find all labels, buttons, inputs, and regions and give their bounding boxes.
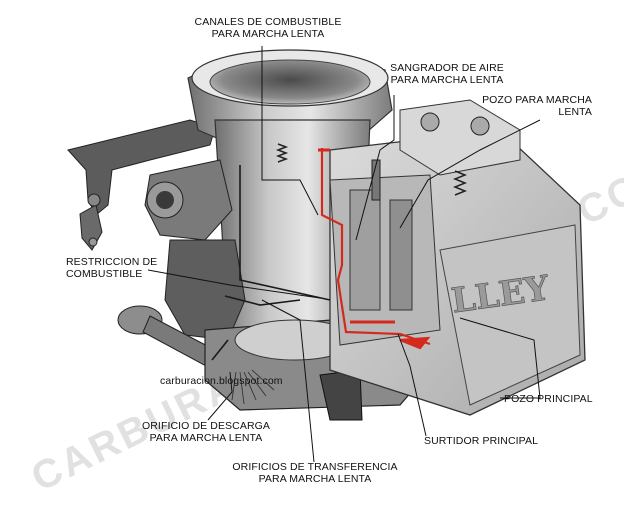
label-canales-line2: PARA MARCHA LENTA: [211, 28, 325, 40]
leader-lines: [147, 46, 541, 463]
leader-transferencia: [261, 299, 315, 463]
idle-passages: [211, 165, 331, 361]
leader-pozo-principal: [459, 317, 541, 399]
leader-canales: [261, 46, 319, 216]
label-sangrador-line2: PARA MARCHA LENTA: [390, 74, 504, 86]
label-sangrador-line1: SANGRADOR DE AIRE: [390, 62, 504, 74]
label-canales-line1: CANALES DE COMBUSTIBLE: [194, 16, 342, 28]
leader-descarga: [207, 371, 233, 421]
label-transferencia-line2: PARA MARCHA LENTA: [258, 473, 372, 485]
label-pozo-marcha-lenta: POZO PARA MARCHA LENTA: [470, 94, 592, 118]
label-transferencia-line1: ORIFICIOS DE TRANSFERENCIA: [232, 461, 398, 473]
label-pozo-lenta-line2: LENTA: [558, 106, 592, 118]
label-descarga-line2: PARA MARCHA LENTA: [149, 432, 263, 444]
leader-pozo-lenta: [399, 119, 541, 229]
throttle-lever: [67, 119, 216, 251]
leader-surtidor: [397, 333, 427, 437]
leader-restriccion: [147, 269, 321, 299]
label-pozo-principal: POZO PRINCIPAL: [504, 393, 593, 405]
label-surtidor-principal: SURTIDOR PRINCIPAL: [424, 435, 539, 447]
label-orificio-descarga: ORIFICIO DE DESCARGA PARA MARCHA LENTA: [140, 420, 272, 444]
discharge-spray: [231, 369, 275, 405]
label-restriccion-line2: COMBUSTIBLE: [66, 268, 143, 280]
label-restriccion-combustible: RESTRICCION DE COMBUSTIBLE: [66, 256, 166, 280]
label-canales-combustible: CANALES DE COMBUSTIBLE PARA MARCHA LENTA: [180, 16, 356, 40]
label-sangrador-aire: SANGRADOR DE AIRE PARA MARCHA LENTA: [384, 62, 510, 86]
leader-sangrador: [355, 95, 395, 241]
credit-text: carburacion.blogspot.com: [160, 375, 283, 387]
label-descarga-line1: ORIFICIO DE DESCARGA: [141, 420, 270, 432]
label-restriccion-line1: RESTRICCION DE: [66, 256, 158, 268]
label-pozo-lenta-line1: POZO PARA MARCHA: [482, 94, 592, 106]
label-orificios-transferencia: ORIFICIOS DE TRANSFERENCIA PARA MARCHA L…: [230, 461, 400, 485]
fuel-circuit: [318, 148, 431, 350]
float-bowl: LLEY: [275, 99, 586, 416]
